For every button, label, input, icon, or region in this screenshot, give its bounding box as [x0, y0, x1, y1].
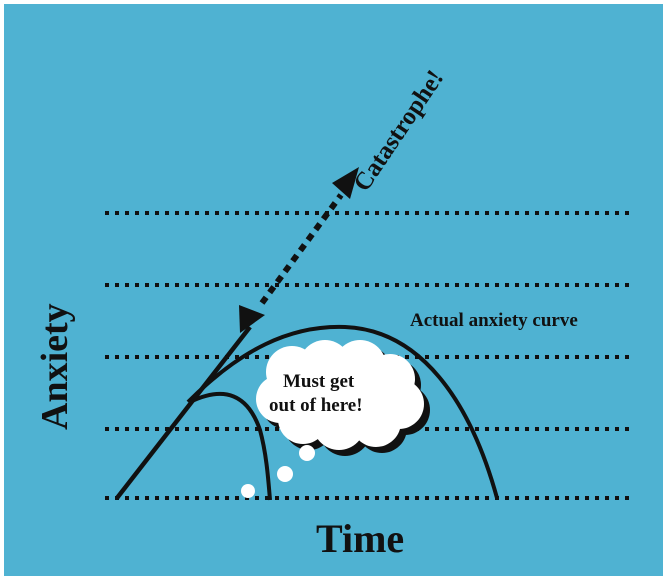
thought-bubble: Must get out of here! [256, 340, 430, 456]
y-axis-label: Anxiety [34, 303, 76, 430]
rising-arrowhead [239, 305, 265, 333]
catastrophe-arrowhead [332, 167, 359, 199]
thought-dot-medium [277, 466, 293, 482]
thought-dot-small [241, 484, 255, 498]
thought-dot-large [299, 445, 315, 461]
catastrophe-projection-line [259, 193, 344, 305]
escape-curve [189, 392, 272, 501]
rising-anxiety-line [115, 325, 252, 500]
x-axis-label: Time [316, 516, 404, 561]
background-panel [4, 4, 663, 576]
actual-anxiety-curve [186, 324, 499, 499]
thought-line-1: Must get [283, 371, 355, 392]
thought-bubble-cloud [256, 340, 424, 450]
thought-line-2: out of here! [269, 395, 363, 416]
actual-curve-label: Actual anxiety curve [410, 310, 578, 331]
